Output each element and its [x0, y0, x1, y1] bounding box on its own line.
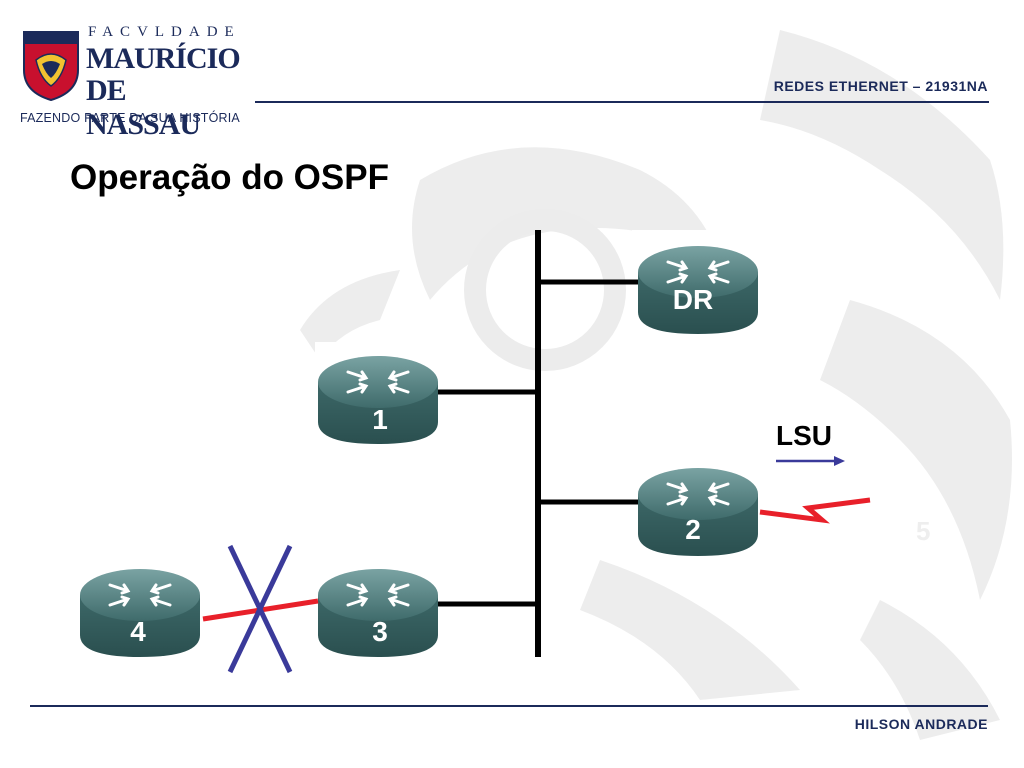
slide-title: Operação do OSPF: [70, 158, 389, 197]
shield-icon: [23, 31, 79, 102]
logo-facvldade-text: FACVLDADE: [88, 24, 241, 40]
institution-logo: FACVLDADE MAURÍCIO DE NASSAU FAZENDO PAR…: [18, 22, 241, 141]
lsu-label: LSU: [776, 420, 832, 451]
router-4-label: 4: [130, 616, 146, 647]
router-3-label: 3: [372, 616, 388, 647]
router-dr-label: DR: [672, 284, 714, 315]
logo-name-line2: DE NASSAU: [86, 74, 201, 141]
serial-link-r2-r5: [759, 497, 871, 524]
logo-tagline: FAZENDO PARTE DA SUA HISTÓRIA: [20, 111, 240, 125]
header-divider: [255, 101, 989, 103]
footer-divider: [30, 705, 988, 707]
link-failure-cross-b: [227, 544, 293, 674]
router-5-faded-label: 5: [916, 516, 931, 546]
course-title: REDES ETHERNET – 21931NA: [773, 78, 988, 94]
router-2-label: 2: [685, 514, 701, 545]
logo-name-line1: MAURÍCIO: [86, 42, 241, 75]
lsu-arrow-head-icon: [834, 456, 845, 466]
router-1-label: 1: [372, 404, 388, 435]
author-name: HILSON ANDRADE: [854, 716, 988, 732]
